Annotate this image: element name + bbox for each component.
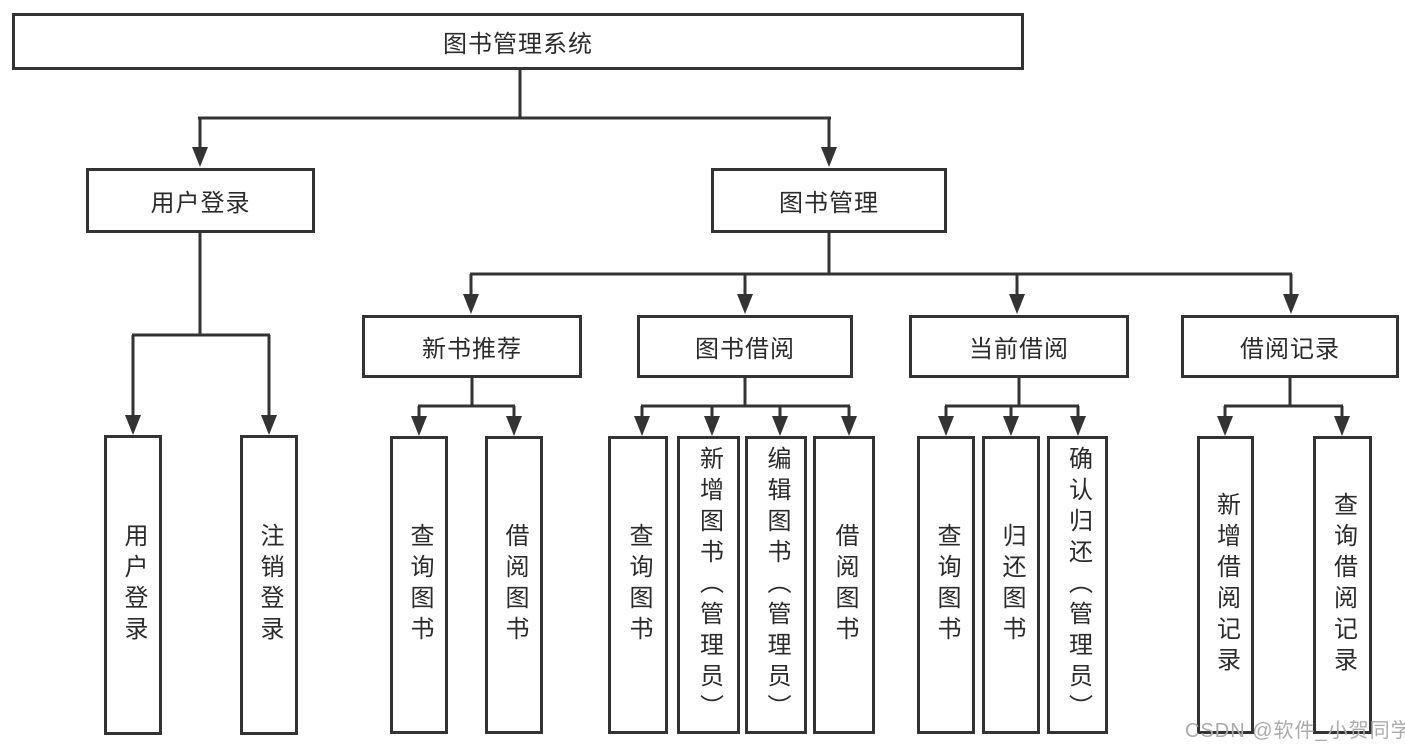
leaf-query-books: 查询图书	[917, 436, 975, 734]
node-label: 借阅图书	[831, 523, 858, 647]
node-label: 借阅图书	[501, 523, 528, 647]
node-label: 注销登录	[256, 523, 283, 647]
node-label: 新书推荐	[422, 336, 522, 363]
node-label: 查询借阅记录	[1329, 492, 1357, 678]
leaf-edit-books-admin: 编辑图书（管理员）	[745, 436, 807, 734]
leaf-add-borrow-record: 新增借阅记录	[1197, 436, 1254, 734]
arrowhead-icons	[125, 147, 1350, 436]
leaf-add-books-admin: 新增图书（管理员）	[677, 436, 740, 734]
node-book-management-module: 图书管理	[711, 168, 947, 233]
leaf-query-books: 查询图书	[390, 436, 448, 734]
node-new-book-recommendation: 新书推荐	[362, 315, 582, 378]
leaf-query-books: 查询图书	[608, 436, 668, 734]
node-borrowing-records: 借阅记录	[1181, 315, 1399, 378]
node-label: 归还图书	[998, 523, 1025, 647]
leaf-logout: 注销登录	[240, 435, 298, 735]
node-current-borrowing: 当前借阅	[909, 315, 1129, 378]
node-label: 图书借阅	[695, 336, 795, 363]
node-label: 图书管理	[779, 190, 879, 217]
node-label: 编辑图书（管理员）	[763, 445, 790, 725]
node-user-login-module: 用户登录	[86, 168, 315, 233]
node-label: 用户登录	[150, 190, 251, 217]
leaf-user-login: 用户登录	[104, 435, 162, 735]
node-label: 图书管理系统	[443, 31, 593, 58]
leaf-borrow-books: 借阅图书	[485, 436, 543, 734]
leaf-borrow-books: 借阅图书	[813, 436, 875, 734]
node-label: 新增借阅记录	[1212, 492, 1240, 678]
leaf-query-borrow-record: 查询借阅记录	[1313, 436, 1372, 734]
csdn-watermark: CSDN @软件_小贺同学	[1185, 720, 1405, 742]
node-label: 新增图书（管理员）	[695, 445, 723, 725]
node-label: 查询图书	[933, 523, 960, 647]
node-label: 用户登录	[120, 523, 147, 647]
leaf-return-books: 归还图书	[982, 436, 1040, 734]
node-label: 借阅记录	[1240, 336, 1340, 363]
node-label: 确认归还（管理员）	[1064, 445, 1092, 725]
node-root-system: 图书管理系统	[12, 13, 1024, 70]
node-book-borrowing: 图书借阅	[637, 315, 853, 378]
node-label: 查询图书	[406, 523, 433, 647]
node-label: 查询图书	[625, 523, 652, 647]
leaf-confirm-return-admin: 确认归还（管理员）	[1047, 436, 1108, 734]
node-label: 当前借阅	[969, 336, 1069, 363]
connector-lines	[131, 70, 1344, 418]
